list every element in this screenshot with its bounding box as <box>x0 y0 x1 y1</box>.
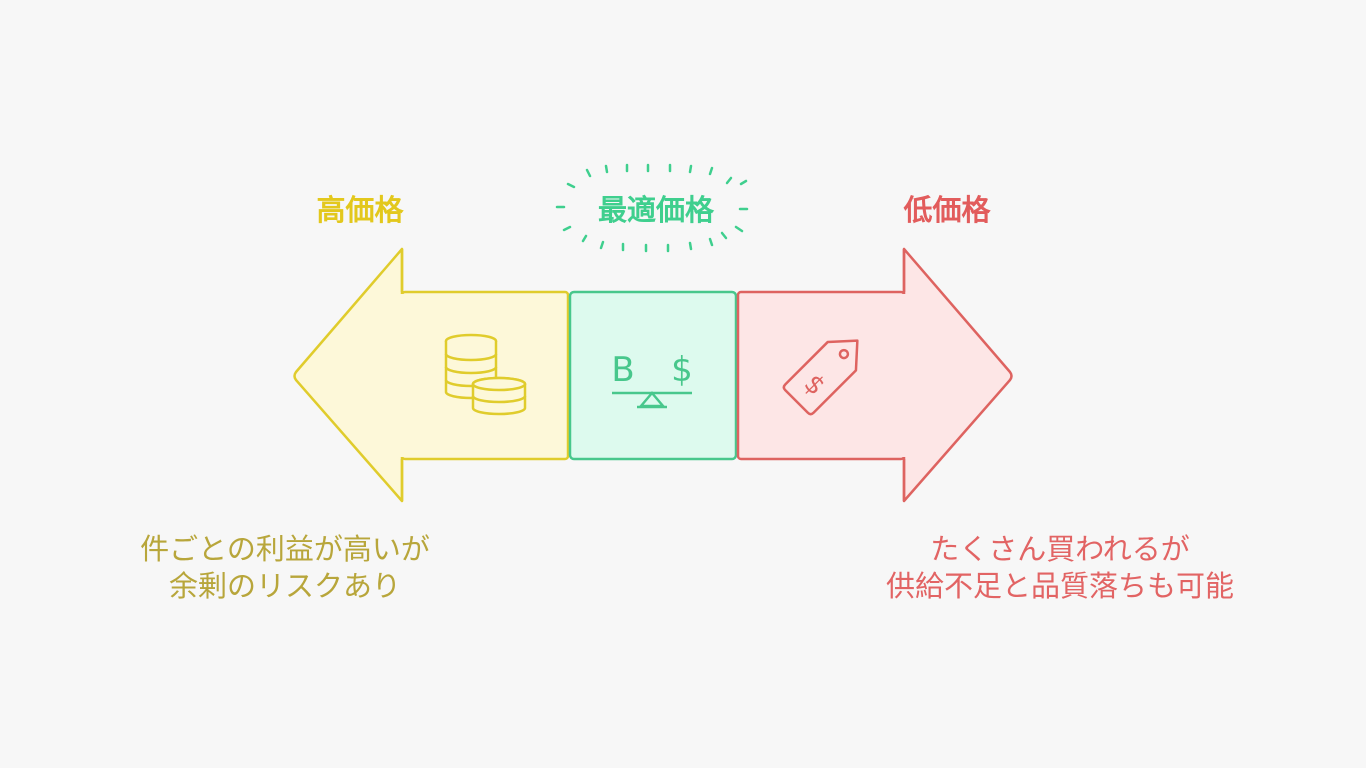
high-price-title: 高価格 <box>316 193 404 227</box>
high-price-caption-line-1: 件ごとの利益が高いが <box>140 532 430 566</box>
coins-icon <box>444 333 527 416</box>
high-price-caption: 件ごとの利益が高いが 余剰のリスクあり <box>90 531 480 605</box>
dollar-symbol: $ <box>671 350 693 390</box>
low-price-caption-line-1: たくさん買われるが <box>930 532 1190 566</box>
price-tag-icon: $ <box>782 339 859 416</box>
optimal-price-title: 最適価格 <box>597 193 714 227</box>
high-price-arrow-head <box>293 247 404 503</box>
sparkle-rays-icon <box>555 163 749 253</box>
optimal-price-box <box>568 290 738 461</box>
low-price-arrow-head <box>902 247 1013 503</box>
low-price-title: 低価格 <box>903 193 991 227</box>
low-price-caption: たくさん買われるが 供給不足と品質落ちも可能 <box>840 531 1280 605</box>
optimal-price-block <box>568 290 738 461</box>
balance-scale-icon: B $ <box>611 350 693 409</box>
bitcoin-symbol: B <box>611 350 634 390</box>
high-price-caption-line-2: 余剰のリスクあり <box>168 569 401 603</box>
high-price-arrow <box>293 247 570 503</box>
low-price-caption-line-2: 供給不足と品質落ちも可能 <box>885 569 1234 603</box>
low-price-arrow <box>736 247 1013 503</box>
